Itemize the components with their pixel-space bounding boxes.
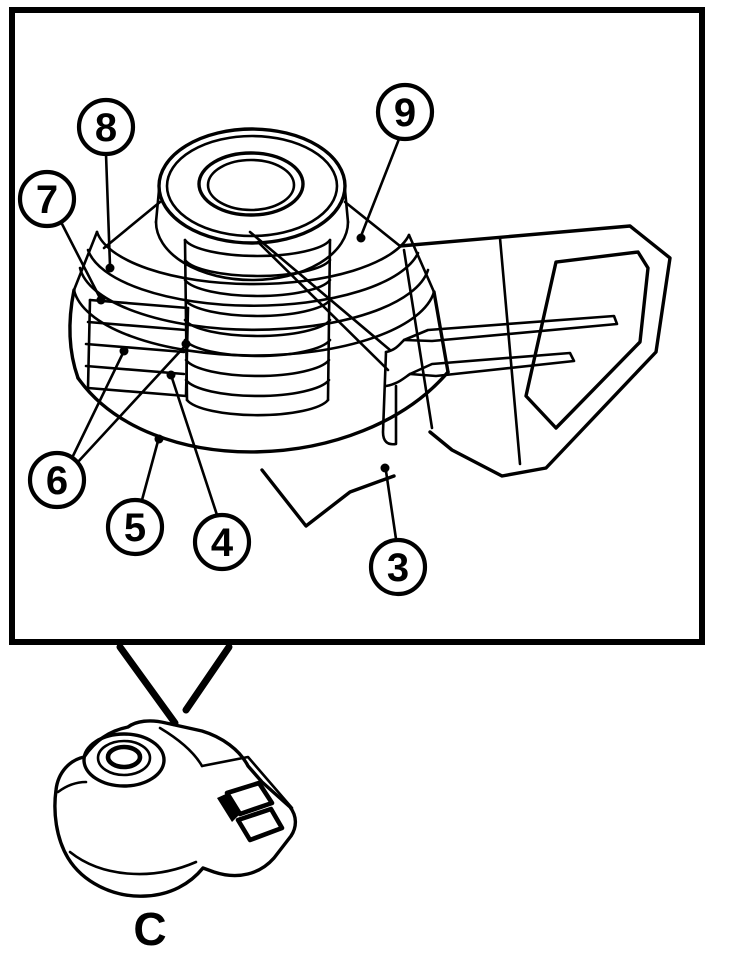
leader-6a bbox=[70, 351, 125, 460]
overview-boss-mid bbox=[96, 739, 152, 777]
leader-6a-dot bbox=[119, 346, 129, 356]
leader-7-dot bbox=[96, 295, 106, 305]
cutaway-drawing bbox=[68, 127, 672, 528]
overview-connector-top bbox=[200, 755, 294, 810]
boss-inner-lip bbox=[165, 134, 339, 238]
leader-4 bbox=[170, 376, 219, 517]
connector-cavity bbox=[524, 250, 650, 430]
overview-drawing bbox=[53, 719, 298, 898]
leader-9 bbox=[359, 137, 401, 238]
callout-9-label: 9 bbox=[394, 91, 416, 135]
callout-6: 6 bbox=[27, 450, 87, 510]
center-hole-outer bbox=[197, 151, 305, 217]
callout-3: 3 bbox=[368, 537, 428, 597]
detail-label: C bbox=[133, 903, 166, 955]
overview-body-outline bbox=[53, 719, 298, 898]
leader-5 bbox=[140, 439, 160, 502]
leader-9-dot bbox=[356, 233, 366, 243]
center-hole-inner bbox=[206, 158, 296, 212]
section-stack bbox=[84, 298, 190, 398]
callout-4: 4 bbox=[192, 512, 252, 572]
sensor-boss bbox=[102, 127, 402, 282]
leader-6b-dot bbox=[181, 339, 191, 349]
overview-port-shadow bbox=[217, 793, 240, 822]
leader-5-dot bbox=[154, 434, 164, 444]
callout-8: 8 bbox=[76, 97, 136, 157]
detail-zoom-pointer bbox=[116, 643, 233, 727]
bracket-strap bbox=[381, 350, 398, 446]
callout-5: 5 bbox=[105, 497, 165, 557]
callout-6-label: 6 bbox=[46, 459, 68, 503]
callout-7: 7 bbox=[17, 169, 77, 229]
callouts: 8 9 7 6 5 4 3 bbox=[17, 82, 435, 597]
boss-base-arc bbox=[154, 220, 350, 282]
overview-boss-hole bbox=[105, 744, 143, 770]
leader-8 bbox=[104, 152, 112, 268]
leader-3-dot bbox=[380, 463, 390, 473]
leader-8-dot bbox=[105, 263, 115, 273]
callout-8-label: 8 bbox=[95, 106, 117, 150]
terminal-blade-lower bbox=[408, 351, 576, 378]
connector-arm bbox=[381, 224, 672, 478]
leader-3 bbox=[384, 469, 398, 541]
callout-9: 9 bbox=[375, 82, 435, 142]
base-skirt bbox=[68, 288, 450, 528]
base-notch bbox=[260, 468, 396, 528]
terminal-blade-upper bbox=[402, 314, 619, 343]
leader-4-dot bbox=[166, 370, 176, 380]
overview-boss-outer bbox=[82, 732, 166, 788]
leader-7 bbox=[59, 220, 102, 300]
cut-lines bbox=[248, 230, 392, 372]
callout-3-label: 3 bbox=[387, 546, 409, 590]
callout-5-label: 5 bbox=[124, 506, 146, 550]
leader-lines bbox=[59, 137, 401, 541]
overview-port-lower bbox=[235, 806, 285, 843]
callout-7-label: 7 bbox=[36, 178, 58, 222]
leader-6b bbox=[75, 344, 187, 465]
callout-4-label: 4 bbox=[211, 521, 234, 565]
boss-outer-ellipse bbox=[157, 127, 347, 245]
connector-outline bbox=[398, 224, 672, 478]
